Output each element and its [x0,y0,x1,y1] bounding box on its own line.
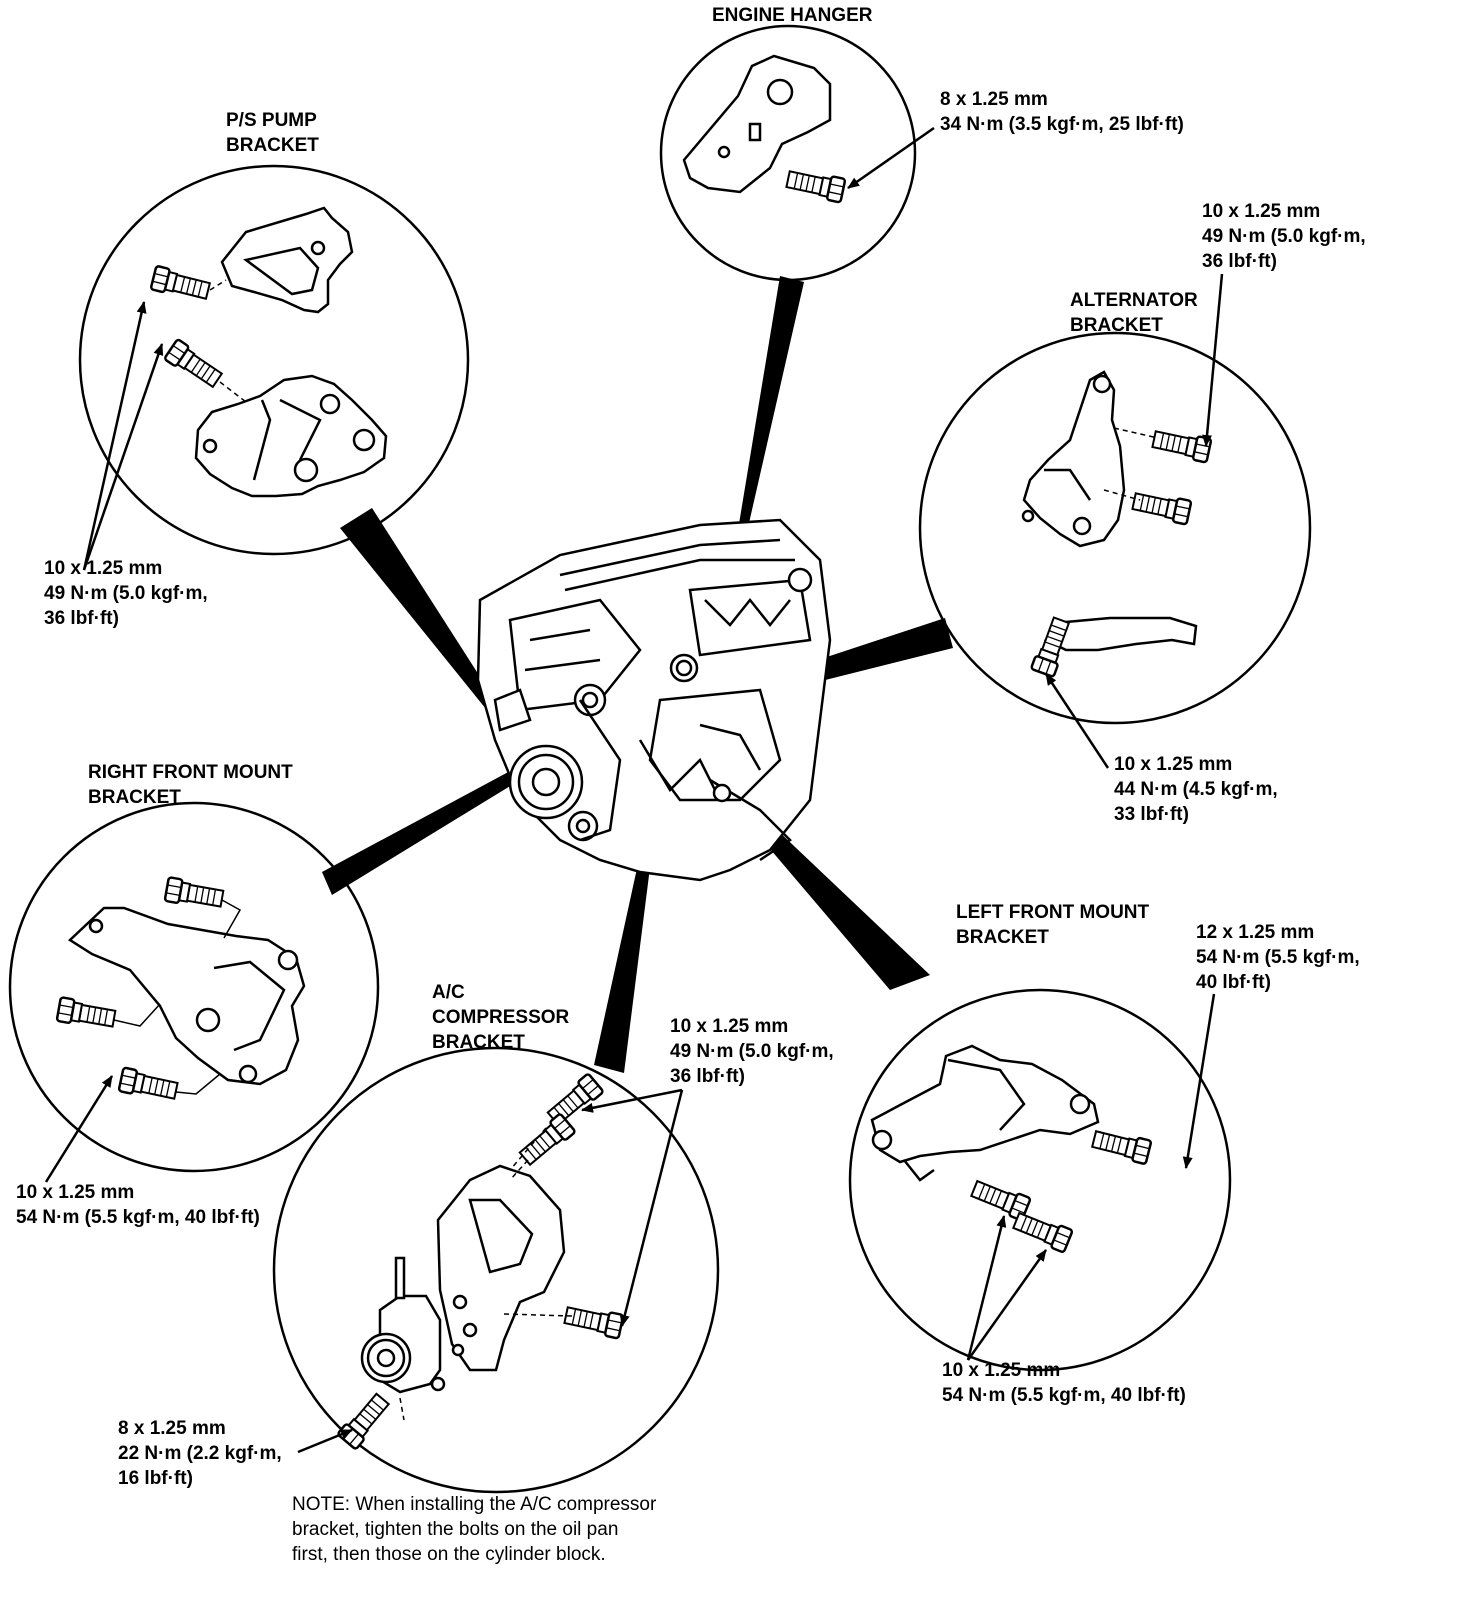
engine-hanger-parts [682,54,847,204]
right-front-mount-parts [55,875,306,1104]
circle-left-front [848,988,1232,1372]
right-front-guides [113,899,242,1095]
detail-circles [8,24,1312,1494]
ac-dashed-guides [399,1127,573,1421]
engine-hanger-title: ENGINE HANGER [712,5,873,26]
circle-alternator [918,331,1312,725]
alternator-dashed-guides [1103,427,1159,501]
ps-pump-bracket-parts [149,206,388,498]
band-engine-hanger [736,276,804,545]
installation-note: NOTE: When installing the A/C compressor… [292,1494,657,1565]
ps-upper-bracket [220,206,354,314]
left-front-mount-parts [870,1044,1153,1254]
engine-block [476,518,832,882]
ac-compressor-bracket-parts [336,1072,625,1451]
circle-engine-hanger [659,24,917,282]
band-ps-pump [340,508,500,714]
band-right-front [322,770,520,895]
circle-ps-pump [78,164,470,556]
ps-dashed-guides [209,279,247,403]
pointer-arrows [44,126,1224,1454]
alternator-bracket-parts [1021,370,1213,679]
circle-right-front [8,801,380,1173]
circle-ac-compressor [272,1046,720,1494]
band-ac-compressor [594,818,656,1073]
